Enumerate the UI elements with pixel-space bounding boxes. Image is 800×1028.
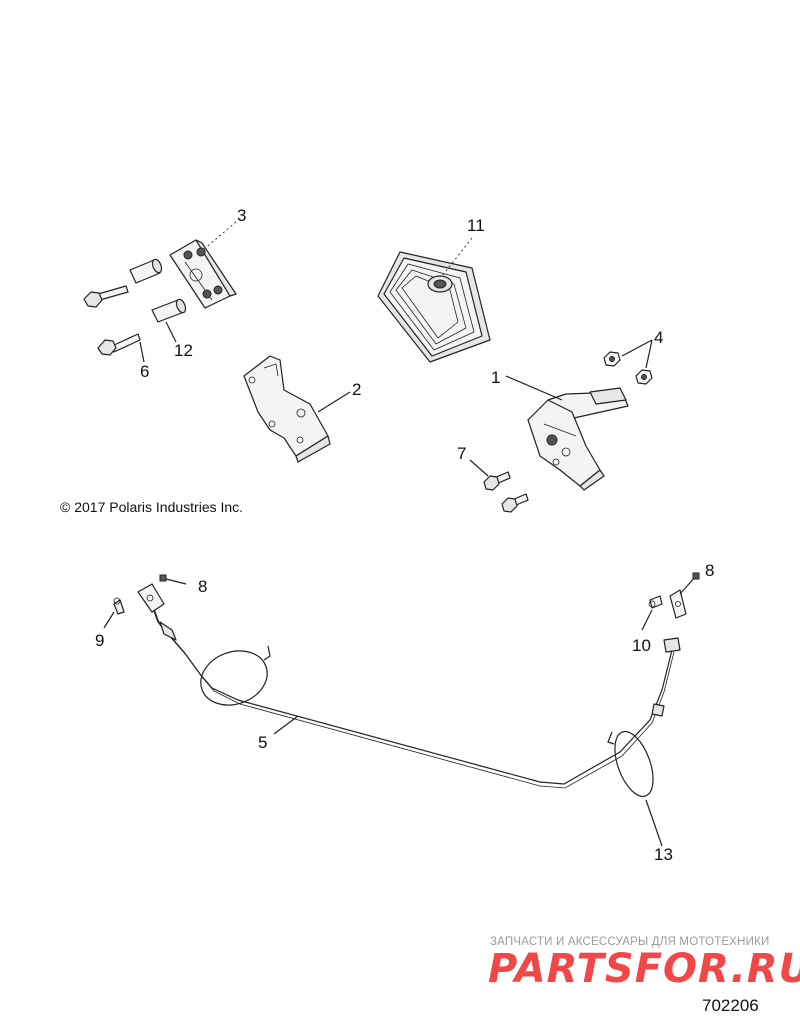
leader-12 bbox=[165, 321, 177, 343]
leader-6 bbox=[139, 341, 145, 363]
callout-12: 12 bbox=[174, 341, 193, 360]
part-1-handbrake-lever bbox=[527, 387, 629, 491]
callout-13: 13 bbox=[654, 845, 673, 864]
part-10-pin bbox=[648, 595, 663, 609]
callout-7: 7 bbox=[457, 444, 466, 463]
callout-9: 9 bbox=[95, 631, 104, 650]
callout-10: 10 bbox=[632, 636, 651, 655]
leader-13 bbox=[645, 799, 663, 847]
diagram-number: 702206 bbox=[702, 996, 759, 1015]
part-3-mount-plate bbox=[169, 239, 237, 309]
leader-5 bbox=[273, 715, 299, 735]
leader-1 bbox=[505, 375, 563, 401]
part-9-pin bbox=[113, 597, 125, 615]
callout-1: 1 bbox=[491, 368, 500, 387]
part-11-boot bbox=[377, 251, 491, 363]
clevis-right bbox=[669, 589, 687, 619]
part-2-bracket bbox=[243, 355, 331, 463]
part-5-brake-cable bbox=[149, 599, 681, 789]
watermark-subtitle: ЗАПЧАСТИ И АКСЕССУАРЫ ДЛЯ МОТОТЕХНИКИ bbox=[490, 936, 770, 948]
leader-7 bbox=[469, 459, 489, 477]
part-4-nut bbox=[603, 351, 653, 385]
copyright-text: © 2017 Polaris Industries Inc. bbox=[60, 499, 243, 515]
leader-10 bbox=[641, 609, 653, 631]
watermark-brand: PARTSFOR.RU bbox=[488, 946, 800, 992]
part-7-bolt bbox=[483, 471, 529, 513]
callout-4: 4 bbox=[654, 328, 663, 347]
clevis-left bbox=[137, 583, 165, 613]
callout-11: 11 bbox=[467, 216, 485, 235]
leader-4 bbox=[621, 339, 653, 369]
leader-2 bbox=[317, 391, 351, 413]
part-13-cable-tie bbox=[200, 645, 654, 798]
callout-8-right: 8 bbox=[705, 561, 714, 580]
callout-5: 5 bbox=[258, 733, 267, 752]
leader-11 bbox=[441, 237, 473, 277]
callout-8-left: 8 bbox=[198, 577, 207, 596]
callout-2: 2 bbox=[352, 380, 361, 399]
part-8-clip bbox=[159, 572, 700, 595]
leader-9 bbox=[103, 611, 115, 629]
part-12-spacer-tube bbox=[129, 258, 187, 323]
callout-6: 6 bbox=[140, 362, 149, 381]
callout-3: 3 bbox=[237, 206, 246, 225]
part-6-bolt bbox=[83, 285, 141, 356]
leader-3 bbox=[202, 221, 237, 251]
